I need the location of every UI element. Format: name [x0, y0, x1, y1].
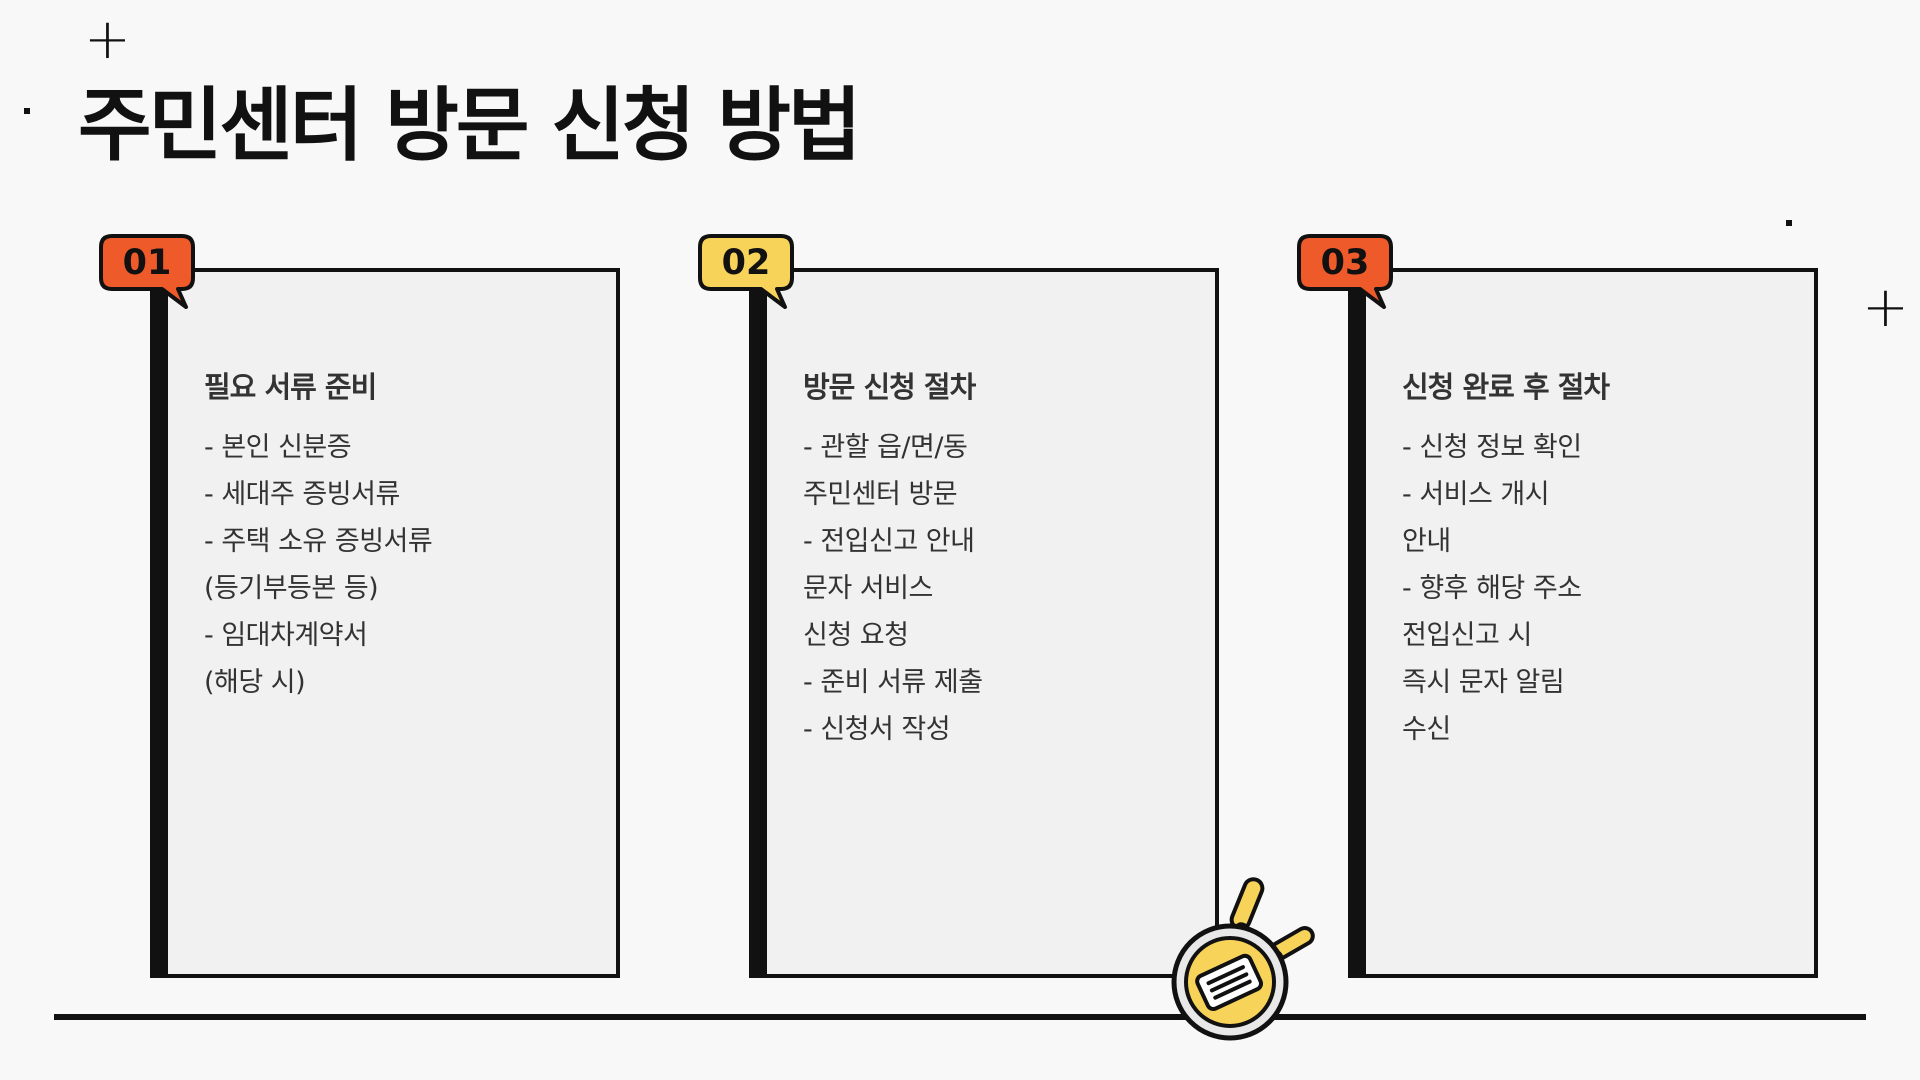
step-line: - 서비스 개시	[1402, 479, 1550, 510]
timeline-baseline	[54, 1014, 1866, 1020]
step-line: - 주택 소유 증빙서류	[204, 526, 433, 557]
step-heading: 방문 신청 절차	[803, 370, 976, 404]
step-line: - 관할 읍/면/동	[803, 432, 968, 463]
step-line: 문자 서비스	[803, 573, 933, 604]
dot-decoration	[1786, 220, 1792, 226]
step-line: - 임대차계약서	[204, 620, 368, 651]
step-heading: 필요 서류 준비	[204, 370, 377, 404]
speech-bubble-icon	[1297, 234, 1393, 309]
step-line: 안내	[1402, 526, 1451, 557]
step-card-body: 방문 신청 절차 - 관할 읍/면/동 주민센터 방문 - 전입신고 안내 문자…	[803, 364, 1195, 753]
step-card-body: 필요 서류 준비 - 본인 신분증 - 세대주 증빙서류 - 주택 소유 증빙서…	[204, 364, 596, 706]
step-card-body: 신청 완료 후 절차 - 신청 정보 확인 - 서비스 개시 안내 - 향후 해…	[1402, 364, 1794, 753]
step-line: 전입신고 시	[1402, 620, 1532, 651]
step-number: 03	[1320, 243, 1370, 283]
step-card-2: 방문 신청 절차 - 관할 읍/면/동 주민센터 방문 - 전입신고 안내 문자…	[749, 268, 1219, 978]
step-line: - 신청서 작성	[803, 714, 951, 745]
frying-pan-icon	[1160, 866, 1350, 1046]
step-line: 수신	[1402, 714, 1451, 745]
step-line: 주민센터 방문	[803, 479, 958, 510]
step-line: - 신청 정보 확인	[1402, 432, 1582, 463]
step-number: 02	[721, 243, 771, 283]
step-line: (등기부등본 등)	[204, 573, 379, 604]
step-number-badge-2: 02	[697, 233, 795, 309]
step-line: 신청 요청	[803, 620, 909, 651]
step-line: - 세대주 증빙서류	[204, 479, 400, 510]
step-line: - 전입신고 안내	[803, 526, 975, 557]
step-line: - 준비 서류 제출	[803, 667, 983, 698]
page-title: 주민센터 방문 신청 방법	[78, 79, 862, 172]
step-card-1: 필요 서류 준비 - 본인 신분증 - 세대주 증빙서류 - 주택 소유 증빙서…	[150, 268, 620, 978]
step-line: (해당 시)	[204, 667, 306, 698]
step-heading: 신청 완료 후 절차	[1402, 370, 1610, 404]
step-number-badge-1: 01	[98, 233, 196, 309]
speech-bubble-icon	[99, 234, 195, 309]
step-line: - 본인 신분증	[204, 432, 352, 463]
step-number-badge-3: 03	[1296, 233, 1394, 309]
step-number: 01	[122, 243, 172, 283]
step-card-3: 신청 완료 후 절차 - 신청 정보 확인 - 서비스 개시 안내 - 향후 해…	[1348, 268, 1818, 978]
step-line: - 향후 해당 주소	[1402, 573, 1582, 604]
plus-decoration-icon: +	[84, 7, 131, 72]
dot-decoration	[24, 108, 30, 114]
plus-decoration-icon: +	[1862, 275, 1909, 340]
step-line: 즉시 문자 알림	[1402, 667, 1565, 698]
speech-bubble-icon	[698, 234, 794, 309]
